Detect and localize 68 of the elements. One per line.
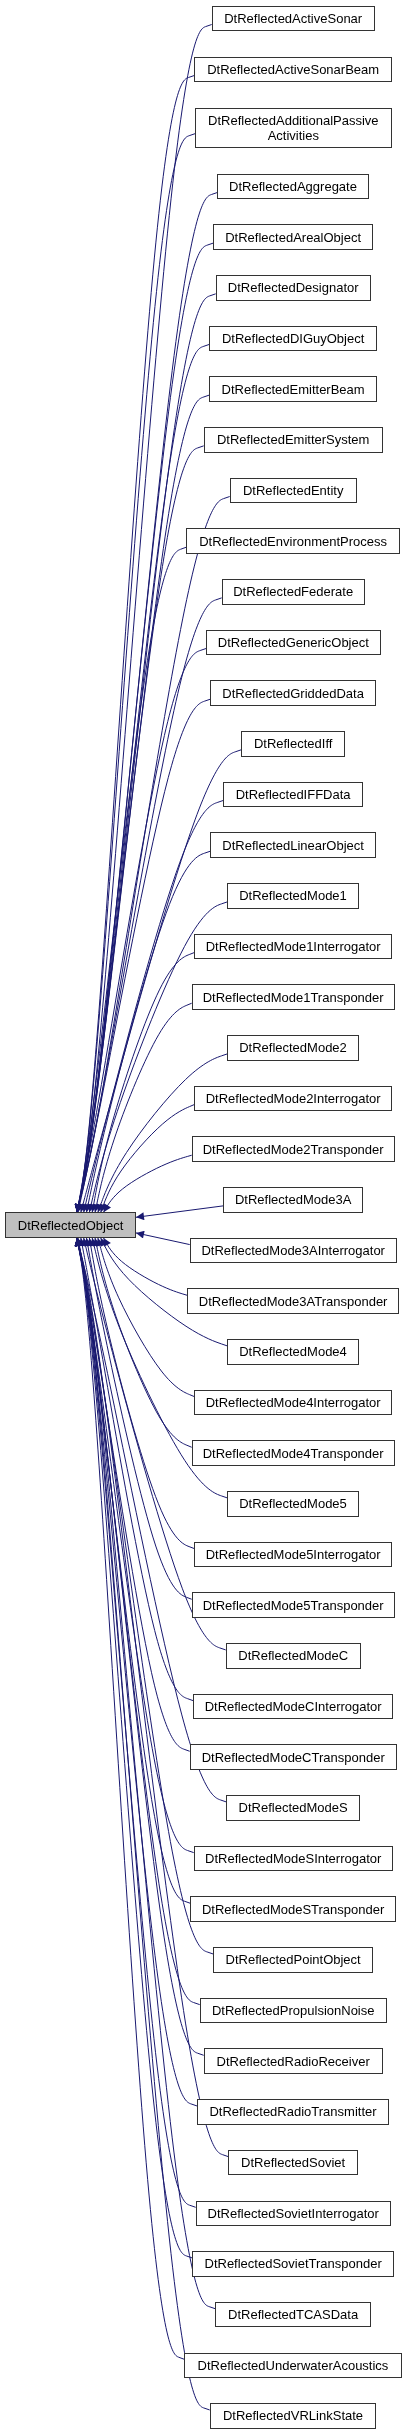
highlighted-class-box: DtReflectedObject xyxy=(5,1212,136,1238)
class-box: DtReflectedMode3AInterrogator xyxy=(189,1237,397,1264)
class-box: DtReflectedModeSInterrogator xyxy=(193,1845,393,1872)
class-box: DtReflectedMode3A xyxy=(223,1187,364,1213)
class-box: DtReflectedMode1 xyxy=(227,883,359,909)
class-box: DtReflectedRadioTransmitter xyxy=(197,2099,389,2125)
inheritance-arrow xyxy=(135,1230,191,1246)
class-box: DtReflectedMode4Interrogator xyxy=(194,1389,392,1416)
class-box: DtReflectedSovietTransponder xyxy=(192,2251,394,2277)
class-box: DtReflectedEmitterBeam xyxy=(209,376,378,402)
class-box: DtReflectedLinearObject xyxy=(210,832,376,858)
class-box: DtReflectedDesignator xyxy=(215,275,371,301)
class-box: DtReflectedMode4Transponder xyxy=(191,1440,395,1467)
class-box: DtReflectedMode1Interrogator xyxy=(194,933,392,960)
class-box: DtReflectedAggregate xyxy=(217,173,369,200)
class-box: DtReflectedActiveSonarBeam xyxy=(194,56,392,83)
inheritance-arrow xyxy=(100,1237,228,1347)
class-box: DtReflectedDIGuyObject xyxy=(209,325,378,352)
class-box: DtReflectedModeCTransponder xyxy=(189,1744,397,1771)
class-box: DtReflectedTCASData xyxy=(215,2301,372,2328)
class-box: DtReflectedPointObject xyxy=(213,1947,374,1973)
inheritance-arrow xyxy=(92,1002,193,1213)
inheritance-arrow xyxy=(84,850,211,1213)
class-box: DtReflectedMode2Interrogator xyxy=(194,1085,392,1112)
inheritance-arrow xyxy=(79,749,242,1213)
inheritance-arrow xyxy=(103,1154,193,1213)
inheritance-arrow xyxy=(90,1237,228,1499)
inheritance-arrow xyxy=(96,1053,228,1213)
class-box: DtReflectedModeC xyxy=(225,1643,361,1669)
inheritance-arrow xyxy=(89,952,195,1213)
class-box: DtReflectedMode3ATransponder xyxy=(187,1288,400,1315)
class-box: DtReflectedRadioReceiver xyxy=(203,2048,383,2075)
class-box: DtReflectedModeCInterrogator xyxy=(193,1693,394,1720)
class-box: DtReflectedMode5 xyxy=(227,1491,359,1517)
class-box: DtReflectedAdditionalPassive Activities xyxy=(195,107,392,148)
inheritance-arrow xyxy=(135,1205,224,1221)
class-box: DtReflectedFederate xyxy=(221,579,365,605)
class-box: DtReflectedMode5Interrogator xyxy=(194,1541,392,1568)
class-box: DtReflectedIFFData xyxy=(223,781,364,808)
inheritance-arrow xyxy=(96,1237,195,1398)
class-box: DtReflectedMode2 xyxy=(227,1035,359,1061)
inheritance-arrow xyxy=(86,1237,195,1550)
inheritance-arrow xyxy=(81,1237,227,1651)
inheritance-arrow xyxy=(92,1237,193,1448)
class-box: DtReflectedSovietInterrogator xyxy=(195,2200,391,2227)
inheritance-arrow xyxy=(83,1237,193,1600)
class-box: DtReflectedMode5Transponder xyxy=(191,1592,395,1619)
class-box: DtReflectedModeSTransponder xyxy=(190,1896,396,1923)
class-box: DtReflectedActiveSonar xyxy=(211,5,375,32)
class-box: DtReflectedUnderwaterAcoustics xyxy=(184,2352,402,2379)
class-box: DtReflectedIff xyxy=(241,731,346,757)
class-box: DtReflectedPropulsionNoise xyxy=(199,1997,387,2024)
class-box: DtReflectedEnvironmentProcess xyxy=(186,528,400,554)
inheritance-arrow xyxy=(87,901,228,1213)
inheritance-arrow xyxy=(103,1237,188,1296)
inheritance-arrow xyxy=(99,1104,195,1213)
class-box: DtReflectedEntity xyxy=(229,477,357,504)
class-box: DtReflectedGriddedData xyxy=(210,680,376,706)
class-box: DtReflectedGenericObject xyxy=(206,629,381,656)
class-box: DtReflectedVRLinkState xyxy=(209,2403,377,2429)
class-box: DtReflectedMode2Transponder xyxy=(191,1136,395,1162)
class-box: DtReflectedArealObject xyxy=(213,224,374,250)
class-box: DtReflectedEmitterSystem xyxy=(203,427,383,453)
class-box: DtReflectedMode4 xyxy=(227,1339,359,1365)
class-box: DtReflectedSoviet xyxy=(228,2149,358,2176)
class-box: DtReflectedMode1Transponder xyxy=(191,984,395,1010)
inheritance-arrow xyxy=(81,800,224,1213)
class-box: DtReflectedModeS xyxy=(226,1795,360,1821)
